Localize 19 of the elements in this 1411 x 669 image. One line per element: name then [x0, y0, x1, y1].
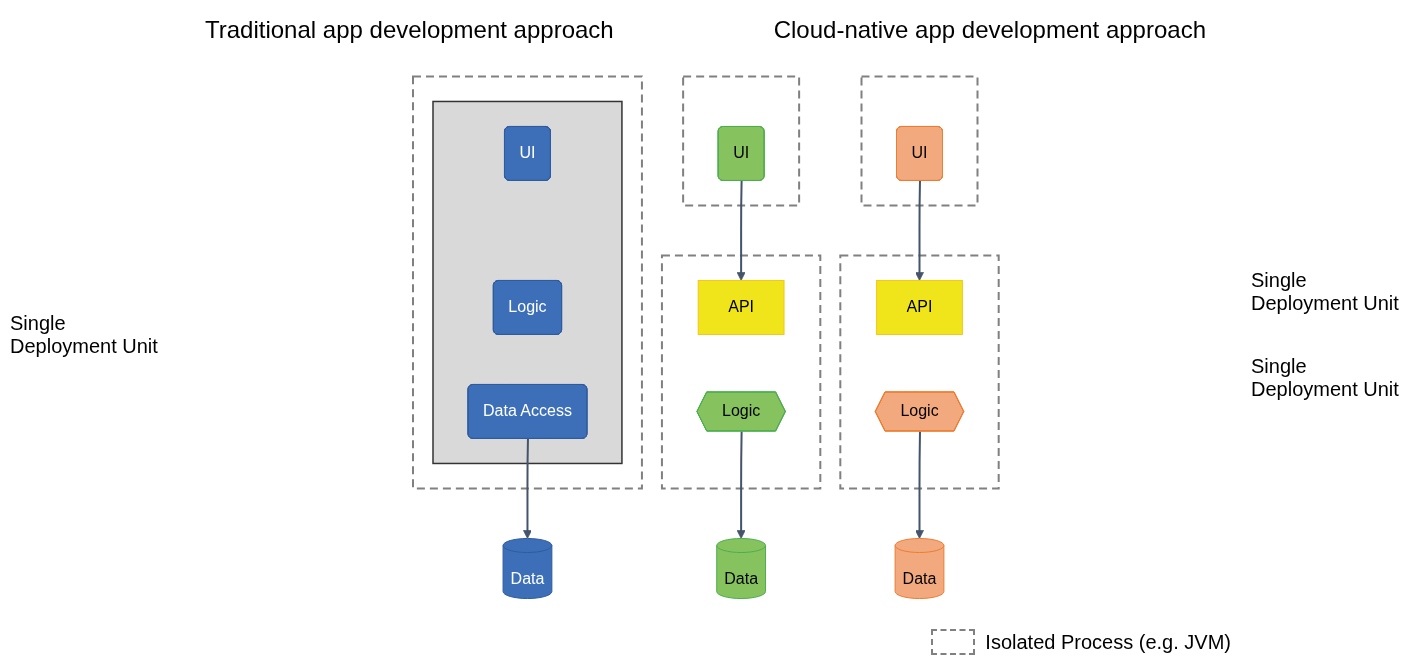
cluster — [411, 75, 643, 490]
node-box: API — [697, 279, 785, 335]
bracket-label: Single Deployment Unit — [1251, 354, 1400, 401]
arrow — [736, 430, 746, 539]
bracket-label: Single Deployment Unit — [1251, 268, 1400, 315]
arrow — [914, 179, 924, 281]
cluster — [660, 254, 821, 490]
cluster — [681, 75, 800, 207]
arrow — [736, 179, 746, 281]
node-box: API — [875, 279, 963, 335]
cluster — [860, 75, 979, 207]
section-title: Traditional app development approach — [205, 16, 614, 44]
bracket-label: Single Deployment Unit — [10, 311, 159, 358]
cluster — [431, 100, 623, 465]
arrow — [522, 437, 532, 539]
section-title: Cloud-native app development approach — [773, 16, 1206, 44]
cluster — [838, 254, 1000, 490]
arrow — [914, 430, 924, 539]
legend-label: Isolated Process (e.g. JVM) — [985, 630, 1231, 654]
